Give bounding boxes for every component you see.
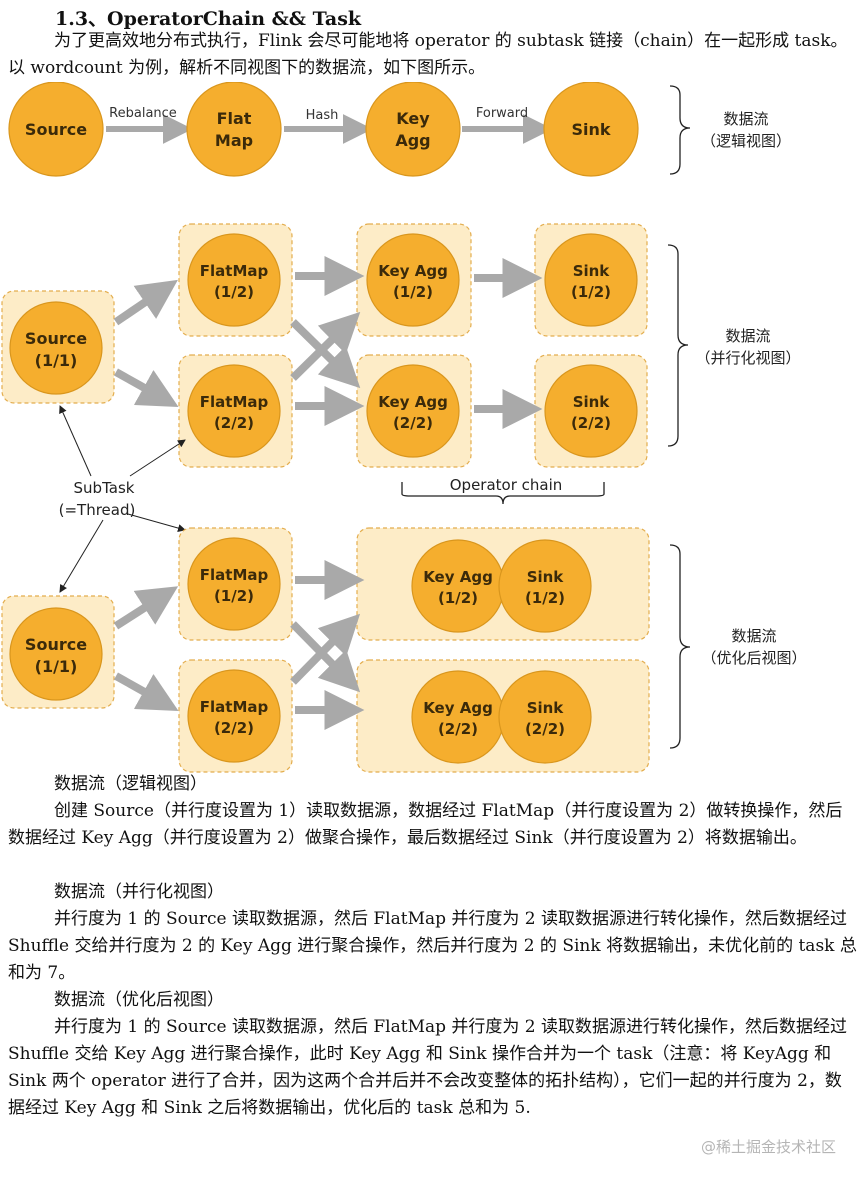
optimized-view-label-1: 数据流 xyxy=(731,627,776,645)
section-heading: 1.3、OperatorChain && Task xyxy=(55,8,362,30)
optimized-flatmap2-line2: (2/2) xyxy=(214,719,254,737)
logical-node-keyagg xyxy=(365,82,461,177)
subtask-pointer-flatmap xyxy=(129,439,186,477)
operator-chain-label: Operator chain xyxy=(450,476,563,494)
optimized-flatmap1-node xyxy=(187,537,281,631)
optimized-arrow-src-fm1 xyxy=(113,586,179,630)
logical-node-flatmap-line2: Map xyxy=(215,131,253,150)
subtask-label-2: (=Thread) xyxy=(59,501,136,519)
optimized-arrow-src-fm2 xyxy=(114,672,179,712)
logical-node-source-label: Source xyxy=(25,120,87,139)
parallel-sink2-node xyxy=(544,364,638,458)
section-body-parallel: 并行度为 1 的 Source 读取数据源，然后 FlatMap 并行度为 2 … xyxy=(8,909,857,983)
optimized-sink1-line2: (1/2) xyxy=(525,589,565,607)
logical-node-keyagg-line2: Agg xyxy=(395,131,430,150)
optimized-sink2-line2: (2/2) xyxy=(525,720,565,738)
parallel-arrow-src-fm1 xyxy=(113,279,178,326)
operator-chain-brace xyxy=(401,482,605,505)
edge-label-hash: Hash xyxy=(306,108,339,123)
intro-paragraph: 为了更高效地分布式执行，Flink 会尽可能地将 operator 的 subt… xyxy=(8,31,848,78)
optimized-flatmap1-line1: FlatMap xyxy=(200,566,269,584)
parallel-view: Source (1/1) FlatMap (1/2) FlatMap (2/2)… xyxy=(1,223,801,505)
optimized-brace xyxy=(669,544,691,749)
subtask-label-1: SubTask xyxy=(74,479,135,497)
section-body-optimized: 并行度为 1 的 Source 读取数据源，然后 FlatMap 并行度为 2 … xyxy=(8,1017,848,1118)
logical-view-label-2: （逻辑视图） xyxy=(701,132,791,150)
optimized-sink1-node xyxy=(498,539,592,633)
parallel-source-line2: (1/1) xyxy=(35,351,78,370)
watermark: @稀土掘金技术社区 xyxy=(700,1138,836,1156)
logical-node-source xyxy=(8,82,104,177)
parallel-keyagg1-node xyxy=(366,233,460,327)
optimized-source-node xyxy=(9,607,103,701)
logical-view: Rebalance Hash Forward Source Flat Map K… xyxy=(8,82,791,177)
logical-node-sink xyxy=(543,82,639,177)
edge-label-forward: Forward xyxy=(476,106,528,121)
subtask-annotation: SubTask (=Thread) xyxy=(59,405,186,593)
optimized-keyagg1-line2: (1/2) xyxy=(438,589,478,607)
parallel-flatmap1-line2: (1/2) xyxy=(214,283,254,301)
parallel-keyagg2-node xyxy=(366,364,460,458)
optimized-keyagg2-node xyxy=(411,670,505,764)
section-title-optimized: 数据流（优化后视图） xyxy=(54,990,224,1010)
section-body-logical: 创建 Source（并行度设置为 1）读取数据源，数据经过 FlatMap（并行… xyxy=(8,801,843,848)
subtask-pointer-optimized-source xyxy=(59,519,104,593)
parallel-keyagg1-line2: (1/2) xyxy=(393,283,433,301)
optimized-view: Source (1/1) FlatMap (1/2) FlatMap (2/2)… xyxy=(1,527,807,773)
parallel-arrow-src-fm2 xyxy=(114,368,179,408)
parallel-flatmap1-node xyxy=(187,233,281,327)
parallel-sink2-line2: (2/2) xyxy=(571,414,611,432)
parallel-sink1-line2: (1/2) xyxy=(571,283,611,301)
logical-node-keyagg-line1: Key xyxy=(396,109,430,128)
optimized-keyagg1-line1: Key Agg xyxy=(423,568,493,586)
section-title-parallel: 数据流（并行化视图） xyxy=(54,882,224,902)
parallel-flatmap2-line2: (2/2) xyxy=(214,414,254,432)
parallel-flatmap1-line1: FlatMap xyxy=(200,262,269,280)
parallel-arrow-fm2-ka1 xyxy=(290,311,361,381)
optimized-sink1-line1: Sink xyxy=(527,568,565,586)
parallel-sink2-line1: Sink xyxy=(573,393,611,411)
logical-view-label-1: 数据流 xyxy=(723,110,768,128)
optimized-flatmap1-line2: (1/2) xyxy=(214,587,254,605)
parallel-flatmap2-node xyxy=(187,364,281,458)
optimized-source-line1: Source xyxy=(25,635,87,654)
optimized-flatmap2-node xyxy=(187,669,281,763)
optimized-sink2-line1: Sink xyxy=(527,699,565,717)
optimized-sink2-node xyxy=(498,670,592,764)
optimized-keyagg2-line1: Key Agg xyxy=(423,699,493,717)
optimized-keyagg1-node xyxy=(411,539,505,633)
optimized-source-line2: (1/1) xyxy=(35,657,78,676)
parallel-source-line1: Source xyxy=(25,329,87,348)
parallel-source-node xyxy=(9,301,103,395)
edge-label-rebalance: Rebalance xyxy=(109,106,177,121)
parallel-view-label-2: （并行化视图） xyxy=(695,349,800,367)
parallel-view-label-1: 数据流 xyxy=(725,327,770,345)
logical-brace xyxy=(669,85,691,175)
parallel-flatmap2-line1: FlatMap xyxy=(200,393,269,411)
optimized-keyagg2-line2: (2/2) xyxy=(438,720,478,738)
subtask-pointer-optimized-flatmap xyxy=(127,513,186,532)
logical-node-flatmap xyxy=(186,82,282,177)
parallel-keyagg2-line2: (2/2) xyxy=(393,414,433,432)
parallel-sink1-line1: Sink xyxy=(573,262,611,280)
parallel-keyagg1-line1: Key Agg xyxy=(378,262,448,280)
logical-node-flatmap-line1: Flat xyxy=(217,109,252,128)
parallel-brace xyxy=(667,244,689,447)
dataflow-diagram: Rebalance Hash Forward Source Flat Map K… xyxy=(1,82,807,773)
parallel-keyagg2-line1: Key Agg xyxy=(378,393,448,411)
optimized-view-label-2: （优化后视图） xyxy=(701,649,806,667)
parallel-sink1-node xyxy=(544,233,638,327)
optimized-arrow-fm2-chain1 xyxy=(290,613,361,685)
section-title-logical: 数据流（逻辑视图） xyxy=(54,774,207,794)
optimized-flatmap2-line1: FlatMap xyxy=(200,698,269,716)
subtask-pointer-source xyxy=(59,405,92,477)
logical-node-sink-label: Sink xyxy=(571,120,610,139)
